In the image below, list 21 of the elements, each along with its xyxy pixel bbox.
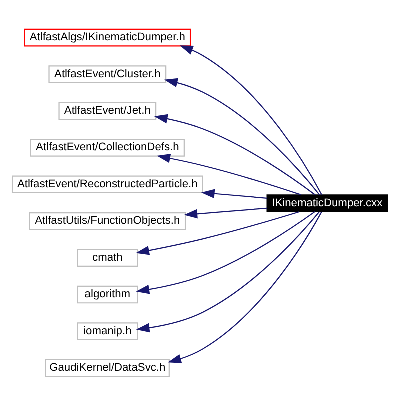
arrow: [157, 153, 302, 196]
node-box: algorithm: [77, 285, 138, 304]
arrow: [154, 114, 316, 196]
node-box: AtlfastAlgs/IKinematicDumper.h: [24, 28, 192, 46]
node-box: AtlfastEvent/Jet.h: [58, 102, 157, 120]
node-box: iomanip.h: [77, 322, 138, 340]
node-box: AtlfastUtils/FunctionObjects.h: [29, 212, 186, 230]
arrow: [136, 211, 320, 332]
node-box: AtlfastEvent/CollectionDefs.h: [30, 138, 185, 156]
arrow: [184, 207, 268, 218]
arrow: [201, 188, 268, 198]
arrow: [180, 45, 322, 195]
node-box: AtlfastEvent/Cluster.h: [48, 65, 167, 83]
arrow: [136, 210, 316, 294]
node-box: AtlfastEvent/ReconstructedParticle.h: [12, 175, 204, 194]
arrow: [164, 78, 320, 196]
node-box: IKinematicDumper.cxx: [266, 194, 388, 212]
arrow: [168, 211, 322, 363]
arrow: [136, 210, 300, 255]
node-box: GaudiKernel/DataSvc.h: [45, 358, 170, 377]
node-box: cmath: [77, 248, 138, 266]
